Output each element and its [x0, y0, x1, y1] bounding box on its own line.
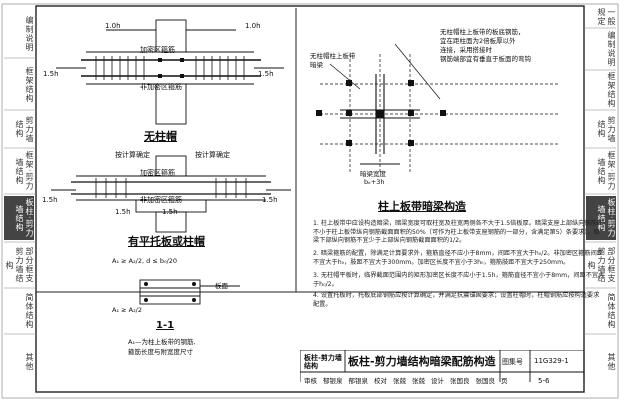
sign-cell-1: 郁银泉 [323, 377, 343, 385]
fig-d-svg [316, 43, 560, 174]
right-tab-0[interactable]: 一般规定 [597, 8, 616, 26]
fig-a-label-sparse: 非加密区箍筋 [140, 83, 182, 91]
title-block-svg [300, 350, 585, 382]
note-4: 4. 设置托板时，托板底部钢筋应按计算确定，并满足抗震锚固要求；设置柱帽时，柱帽… [313, 292, 600, 308]
fig-b-dim-2: 1.5h [115, 208, 131, 216]
fig-b-dim-1: 1.5h [42, 196, 58, 204]
sign-cell-2: 郁银泉 [348, 377, 369, 385]
sign-cell-6: 设计 [431, 377, 444, 385]
sign-cell-7: 张国良 [450, 377, 470, 385]
note-3: 3. 无柱帽平板时，临界截面范围内的矩形加密区长度不应小于1.5h，箍筋直径不宜… [313, 272, 605, 288]
title-block-atlas-label: 图集号 [502, 358, 523, 366]
right-tab-2[interactable]: 框架结构 [607, 72, 616, 108]
note-2: 2. 暗梁箍筋的配置，除满足计算要求外，箍筋直径不应小于8mm，间距不宜大于h₀… [313, 250, 603, 266]
right-tab-5[interactable]: 板柱·剪力墙结构 [586, 196, 616, 240]
title-block-category: 板柱-剪力墙结构 [304, 354, 342, 370]
fig-d-width-value: bₑ+3h [364, 178, 385, 186]
fig-d-title: 柱上板带暗梁构造 [378, 200, 466, 213]
title-block-atlas-no: 11G329-1 [534, 357, 569, 365]
fig-b-label-calc-1: 按计算确定 [115, 151, 150, 159]
fig-d-annot-right-2: 宜在距柱面为2倍板厚以外 [440, 37, 516, 45]
fig-d-annot-right-3: 连接，采用搭接时 [440, 46, 492, 54]
fig-a-dim-top-2: 1.0h [245, 22, 261, 30]
fig-b-label-dense: 加密区箍筋 [140, 169, 175, 177]
fig-b-label-calc-2: 按计算确定 [195, 151, 230, 159]
right-tab-7[interactable]: 简体结构 [607, 293, 616, 329]
right-tab-4[interactable]: 框架·剪力墙结构 [597, 151, 616, 191]
fig-d-annot-right-4: 钢筋端部宜有垂直于板面的弯钩 [440, 55, 531, 63]
sign-cell-8: 张国良 [475, 377, 496, 385]
fig-c-note-1: A₁—为柱上板带的钢筋, [128, 338, 196, 346]
fig-c-note-2: 箍筋长度与附宽度尺寸 [128, 348, 193, 356]
fig-d-annot-right-1: 无柱帽柱上板带的板底钢筋， [440, 28, 525, 36]
fig-c-slab-label: 板面 [215, 282, 228, 290]
left-tab-1[interactable]: 框架结构 [25, 67, 34, 103]
fig-a-dim-side-1: 1.5h [43, 70, 59, 78]
right-tab-8[interactable]: 其他 [607, 353, 616, 371]
fig-a-title: 无柱帽 [144, 130, 177, 143]
note-1: 1. 柱上板带中应设构造暗梁，暗梁宽度可取柱宽及柱宽两侧各不大于1.5倍板厚。暗… [313, 220, 603, 245]
fig-b-label-sparse: 非加密区箍筋 [140, 196, 182, 204]
fig-c-section-title: 1-1 [156, 320, 175, 331]
left-tab-5[interactable]: 部分框支剪力墙结构 [5, 247, 34, 283]
left-tab-2[interactable]: 剪力墙结构 [15, 115, 34, 143]
fig-a-svg [56, 19, 284, 125]
fig-a-label-dense: 加密区箍筋 [140, 46, 175, 54]
right-tab-1[interactable]: 编制说明 [607, 31, 616, 67]
fig-c-label-2: A₁ ≥ A₂/2 [112, 306, 143, 314]
fig-d-annot-left: 无柱帽柱上板带暗梁 [310, 52, 356, 69]
right-tab-3[interactable]: 剪力墙结构 [597, 115, 616, 143]
fig-b-dim-4: 1.5h [262, 196, 278, 204]
left-tab-7[interactable]: 其他 [25, 353, 34, 371]
title-block-sign-row: 审核郁银泉郁银泉校对张兢张兢设计张国良张国良页 [304, 375, 508, 385]
right-tab-6[interactable]: 部分框支剪力墙结构 [587, 247, 616, 283]
left-tab-3[interactable]: 框架·剪力墙结构 [15, 151, 34, 191]
fig-b-dim-3: 1.5h [162, 208, 178, 216]
fig-c-label-1: A₁ ≥ A₂/2, d ≤ b₀/20 [112, 257, 178, 265]
title-block-title: 板柱-剪力墙结构暗梁配筋构造 [348, 355, 496, 368]
sign-cell-9: 页 [501, 377, 508, 385]
sign-cell-4: 张兢 [393, 377, 406, 385]
left-tab-6[interactable]: 简体结构 [25, 293, 34, 329]
fig-b-title: 有平托板或柱帽 [128, 235, 205, 248]
fig-a-dim-top-1: 1.0h [105, 22, 121, 30]
fig-a-dim-side-2: 1.5h [258, 70, 274, 78]
fig-c-svg [139, 279, 240, 305]
left-tab-4[interactable]: 板柱·剪力墙结构 [4, 196, 34, 240]
left-tab-0[interactable]: 编制说明 [25, 16, 34, 52]
sign-cell-5: 张兢 [412, 377, 425, 385]
fig-b-svg [51, 155, 291, 233]
sign-cell-3: 校对 [374, 377, 387, 385]
fig-d-width-label: 暗梁宽度 [360, 170, 386, 178]
title-block-page-no: 5-6 [538, 377, 550, 385]
sign-cell-0: 审核 [304, 377, 317, 385]
